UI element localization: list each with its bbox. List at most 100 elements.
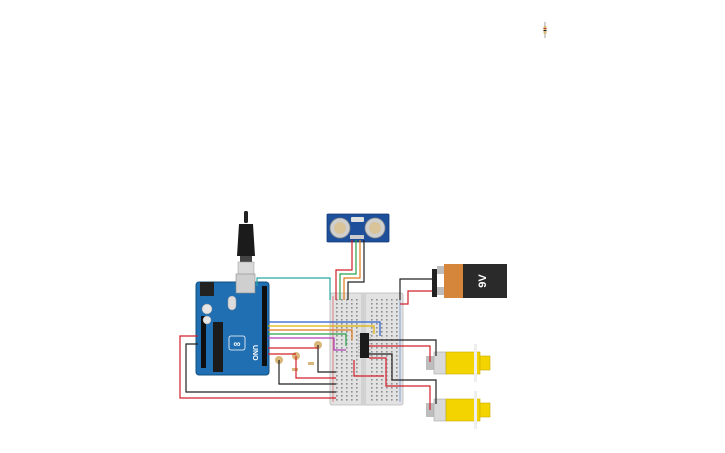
- breadboard-hole: [351, 395, 353, 397]
- breadboard-hole: [386, 375, 388, 377]
- battery-label: 9V: [477, 274, 489, 288]
- breadboard-hole: [386, 331, 388, 333]
- breadboard-hole: [396, 315, 398, 317]
- breadboard-hole: [371, 383, 373, 385]
- digital-header: [262, 286, 267, 366]
- breadboard-hole: [386, 359, 388, 361]
- breadboard-hole: [346, 327, 348, 329]
- breadboard-hole: [396, 307, 398, 309]
- breadboard-hole: [376, 367, 378, 369]
- breadboard-hole: [386, 395, 388, 397]
- breadboard-hole: [336, 379, 338, 381]
- breadboard-hole: [391, 351, 393, 353]
- breadboard-hole: [386, 371, 388, 373]
- ic-pin: [358, 340, 360, 342]
- breadboard-hole: [341, 371, 343, 373]
- capacitor: [201, 303, 213, 315]
- breadboard-hole: [376, 319, 378, 321]
- breadboard-hole: [351, 355, 353, 357]
- breadboard-hole: [341, 351, 343, 353]
- breadboard-hole: [346, 375, 348, 377]
- breadboard-hole: [351, 347, 353, 349]
- breadboard-hole: [376, 347, 378, 349]
- breadboard-hole: [336, 347, 338, 349]
- breadboard-hole: [381, 343, 383, 345]
- breadboard-hole: [346, 303, 348, 305]
- breadboard-hole: [391, 327, 393, 329]
- breadboard-hole: [391, 387, 393, 389]
- breadboard-hole: [371, 359, 373, 361]
- breadboard-hole: [356, 303, 358, 305]
- breadboard-hole: [336, 319, 338, 321]
- breadboard-hole: [386, 367, 388, 369]
- breadboard-hole: [356, 323, 358, 325]
- ic-pin: [358, 334, 360, 336]
- breadboard-hole: [336, 399, 338, 401]
- breadboard-hole: [386, 303, 388, 305]
- dc-motor-2[interactable]: [426, 391, 491, 429]
- breadboard-hole: [341, 335, 343, 337]
- breadboard-hole: [351, 307, 353, 309]
- breadboard-hole: [356, 371, 358, 373]
- dc-motor-1[interactable]: [426, 344, 491, 382]
- breadboard-hole: [351, 367, 353, 369]
- breadboard-hole: [371, 331, 373, 333]
- breadboard-hole: [346, 307, 348, 309]
- breadboard-hole: [356, 311, 358, 313]
- breadboard-hole: [341, 303, 343, 305]
- breadboard-hole: [381, 379, 383, 381]
- breadboard-hole: [381, 319, 383, 321]
- breadboard-hole: [381, 387, 383, 389]
- breadboard-hole: [396, 331, 398, 333]
- breadboard-hole: [356, 367, 358, 369]
- breadboard-hole: [341, 307, 343, 309]
- breadboard-hole: [371, 391, 373, 393]
- breadboard-hole: [381, 395, 383, 397]
- loose-resistor[interactable]: [543, 22, 547, 38]
- breadboard-hole: [341, 323, 343, 325]
- breadboard-hole: [351, 299, 353, 301]
- breadboard-hole: [386, 307, 388, 309]
- breadboard-hole: [386, 363, 388, 365]
- breadboard-hole: [391, 299, 393, 301]
- breadboard-hole: [371, 319, 373, 321]
- breadboard-hole: [336, 327, 338, 329]
- breadboard-hole: [351, 323, 353, 325]
- breadboard-hole: [376, 359, 378, 361]
- breadboard-hole: [381, 307, 383, 309]
- breadboard-hole: [386, 319, 388, 321]
- breadboard-hole: [341, 331, 343, 333]
- breadboard-hole: [341, 379, 343, 381]
- breadboard-hole: [336, 395, 338, 397]
- breadboard-hole: [371, 315, 373, 317]
- battery-9v[interactable]: 9V: [432, 264, 507, 298]
- breadboard-hole: [376, 371, 378, 373]
- breadboard-hole: [381, 359, 383, 361]
- breadboard-hole: [376, 303, 378, 305]
- breadboard-hole: [396, 399, 398, 401]
- breadboard-hole: [356, 363, 358, 365]
- breadboard-hole: [336, 387, 338, 389]
- breadboard-hole: [381, 323, 383, 325]
- breadboard-hole: [381, 327, 383, 329]
- breadboard-hole: [346, 391, 348, 393]
- breadboard-hole: [396, 335, 398, 337]
- breadboard-hole: [356, 387, 358, 389]
- breadboard-hole: [376, 299, 378, 301]
- breadboard-hole: [346, 395, 348, 397]
- breadboard-hole: [381, 311, 383, 313]
- breadboard-hole: [356, 335, 358, 337]
- breadboard-hole: [336, 375, 338, 377]
- breadboard-hole: [386, 311, 388, 313]
- ic-pin: [358, 349, 360, 351]
- breadboard-hole: [336, 315, 338, 317]
- motor-driver-ic[interactable]: [358, 333, 371, 358]
- arduino-uno[interactable]: ∞ UNO: [195, 273, 270, 376]
- breadboard-hole: [346, 399, 348, 401]
- breadboard-hole: [356, 327, 358, 329]
- ic-pin: [369, 334, 371, 336]
- usb-cable[interactable]: [237, 211, 255, 276]
- breadboard-hole: [386, 347, 388, 349]
- breadboard-hole: [381, 367, 383, 369]
- ultrasonic-sensor[interactable]: [326, 213, 390, 243]
